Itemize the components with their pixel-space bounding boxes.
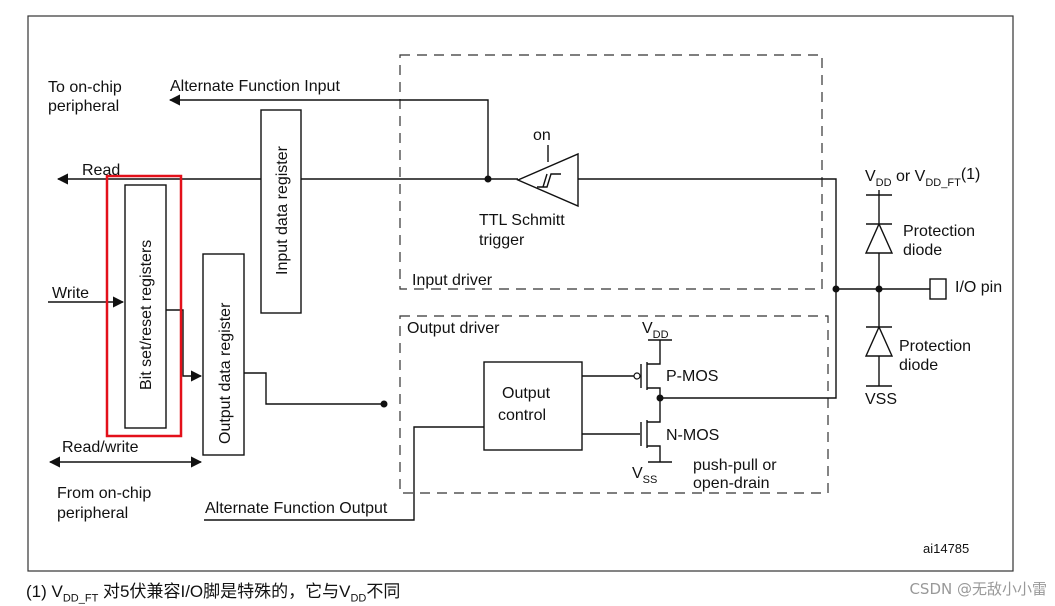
af-input-line bbox=[168, 94, 489, 179]
read-junction-dot bbox=[484, 175, 492, 183]
highlight-box bbox=[105, 174, 183, 438]
io-pin-icon bbox=[929, 278, 947, 300]
schmitt-trigger-icon bbox=[516, 152, 579, 208]
protection-label-1: Protection bbox=[903, 223, 975, 240]
read-label: Read bbox=[82, 162, 120, 179]
watermark: CSDN @无敌小小雷 bbox=[909, 580, 1047, 598]
output-control-label-1: Output bbox=[502, 385, 551, 402]
diode-label-2: diode bbox=[899, 357, 938, 374]
ttl-label-2: trigger bbox=[479, 232, 525, 249]
odr-output-line bbox=[244, 372, 384, 405]
bit-set-reset-label: Bit set/reset registers bbox=[138, 240, 155, 390]
input-driver-label: Input driver bbox=[412, 272, 493, 289]
af-output-line bbox=[204, 426, 484, 521]
vss-label: VSS bbox=[632, 465, 657, 486]
footnote: (1) VDD_FT 对5伏兼容I/O脚是特殊的，它与VDD不同 bbox=[26, 582, 401, 605]
output-data-register-label: Output data register bbox=[217, 302, 234, 444]
vdd-ft-label: VDD or VDD_FT(1) bbox=[865, 166, 980, 189]
output-driver-label: Output driver bbox=[407, 320, 500, 337]
pmos-label: P-MOS bbox=[666, 368, 718, 385]
diode-label-1: diode bbox=[903, 242, 942, 259]
hysteresis-icon bbox=[537, 173, 561, 188]
vss-right-label: VSS bbox=[865, 391, 897, 408]
vdd-label: VDD bbox=[642, 320, 669, 341]
af-input-label: Alternate Function Input bbox=[170, 78, 340, 95]
nmos-transistor-icon bbox=[640, 398, 672, 463]
bit-set-reset-register-box bbox=[124, 184, 167, 429]
push-pull-label-2: open-drain bbox=[693, 475, 770, 492]
output-driver-region bbox=[399, 315, 829, 494]
pmos-transistor-icon bbox=[633, 339, 672, 398]
input-driver-region bbox=[399, 54, 823, 290]
io-pin-label: I/O pin bbox=[955, 279, 1002, 296]
to-onchip-label-2: peripheral bbox=[48, 98, 119, 115]
output-control-box bbox=[483, 361, 583, 451]
bus-junction-dot bbox=[832, 285, 840, 293]
input-data-register-box bbox=[260, 109, 302, 314]
mux-dot-1 bbox=[380, 400, 388, 408]
read-write-label: Read/write bbox=[62, 439, 139, 456]
mos-junction-dot bbox=[656, 394, 664, 402]
on-label: on bbox=[533, 127, 551, 144]
diagram-frame bbox=[27, 15, 1014, 572]
af-output-label: Alternate Function Output bbox=[205, 500, 388, 517]
bsrr-to-odr-line bbox=[166, 309, 203, 382]
ttl-label-1: TTL Schmitt bbox=[479, 212, 565, 229]
nmos-label: N-MOS bbox=[666, 427, 719, 444]
from-onchip-label-1: From on-chip bbox=[57, 485, 151, 502]
input-data-register-label: Input data register bbox=[274, 145, 291, 275]
protection-diode-top-icon bbox=[864, 222, 894, 254]
figure-id: ai14785 bbox=[923, 541, 969, 556]
output-control-label-2: control bbox=[498, 407, 546, 424]
to-onchip-label-1: To on-chip bbox=[48, 79, 122, 96]
output-data-register-box bbox=[202, 253, 245, 456]
af-out-corner bbox=[411, 424, 418, 431]
push-pull-label-1: push-pull or bbox=[693, 457, 777, 474]
protection-label-2: Protection bbox=[899, 338, 971, 355]
protection-diode-bottom-icon bbox=[864, 325, 894, 357]
from-onchip-label-2: peripheral bbox=[57, 505, 128, 522]
write-label: Write bbox=[52, 285, 89, 302]
